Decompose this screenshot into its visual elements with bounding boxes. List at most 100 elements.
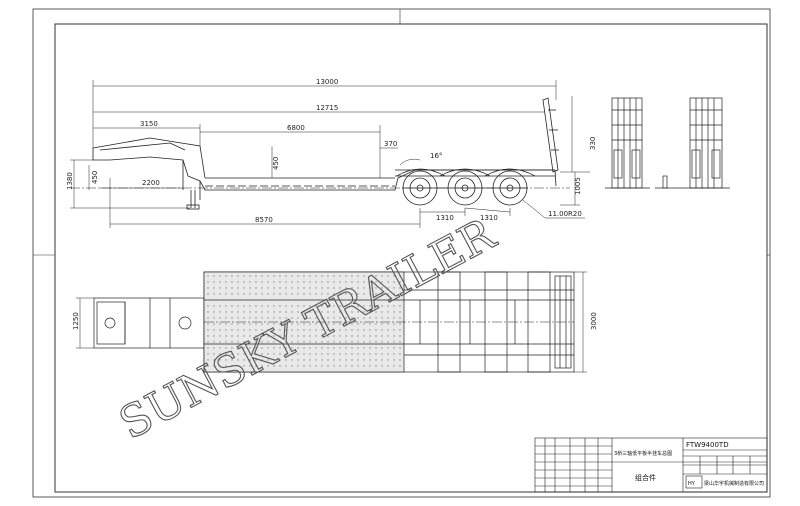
deck-dot — [213, 281, 215, 283]
deck-dot — [387, 359, 389, 361]
deck-dot — [357, 275, 359, 277]
deck-dot — [345, 341, 347, 343]
deck-dot — [363, 317, 365, 319]
deck-dot — [273, 323, 275, 325]
deck-dot — [225, 299, 227, 301]
deck-dot — [327, 347, 329, 349]
deck-dot — [255, 329, 257, 331]
deck-dot — [249, 293, 251, 295]
deck-dot — [381, 347, 383, 349]
deck-dot — [309, 335, 311, 337]
deck-dot — [333, 317, 335, 319]
dim-deck-length: 6800 — [287, 124, 305, 132]
deck-dot — [369, 341, 371, 343]
deck-dot — [375, 347, 377, 349]
deck-dot — [387, 365, 389, 367]
deck-dot — [237, 329, 239, 331]
deck-dot — [291, 341, 293, 343]
deck-dot — [225, 323, 227, 325]
deck-dot — [279, 275, 281, 277]
deck-dot — [291, 305, 293, 307]
deck-dot — [333, 311, 335, 313]
deck-dot — [291, 299, 293, 301]
deck-dot — [357, 353, 359, 355]
deck-dot — [285, 341, 287, 343]
deck-dot — [327, 341, 329, 343]
deck-dot — [207, 353, 209, 355]
deck-dot — [243, 287, 245, 289]
deck-dot — [309, 353, 311, 355]
deck-dot — [249, 329, 251, 331]
deck-dot — [327, 305, 329, 307]
deck-dot — [375, 353, 377, 355]
deck-dot — [261, 287, 263, 289]
deck-dot — [345, 353, 347, 355]
deck-dot — [267, 365, 269, 367]
deck-dot — [327, 353, 329, 355]
deck-dot — [279, 293, 281, 295]
deck-dot — [315, 305, 317, 307]
deck-dot — [255, 299, 257, 301]
deck-dot — [291, 275, 293, 277]
deck-dot — [285, 359, 287, 361]
deck-dot — [327, 329, 329, 331]
deck-dot — [357, 305, 359, 307]
deck-dot — [231, 329, 233, 331]
deck-dot — [381, 329, 383, 331]
deck-dot — [363, 299, 365, 301]
deck-dot — [363, 353, 365, 355]
deck-dot — [363, 323, 365, 325]
deck-dot — [219, 305, 221, 307]
deck-dot — [399, 353, 401, 355]
deck-dot — [303, 341, 305, 343]
deck-dot — [261, 275, 263, 277]
deck-dot — [369, 305, 371, 307]
deck-dot — [399, 335, 401, 337]
deck-dot — [393, 347, 395, 349]
deck-dot — [207, 341, 209, 343]
deck-dot — [291, 335, 293, 337]
deck-dot — [381, 359, 383, 361]
deck-dot — [285, 329, 287, 331]
deck-dot — [315, 311, 317, 313]
deck-dot — [207, 359, 209, 361]
deck-dot — [393, 329, 395, 331]
deck-dot — [255, 323, 257, 325]
deck-dot — [213, 353, 215, 355]
deck-dot — [297, 281, 299, 283]
deck-dot — [321, 353, 323, 355]
deck-dot — [315, 299, 317, 301]
deck-dot — [225, 353, 227, 355]
deck-dot — [297, 335, 299, 337]
deck-dot — [225, 359, 227, 361]
deck-dot — [261, 305, 263, 307]
deck-dot — [351, 287, 353, 289]
deck-dot — [207, 311, 209, 313]
deck-dot — [273, 293, 275, 295]
deck-dot — [261, 323, 263, 325]
dim-tire-spec: 11.00R20 — [548, 210, 582, 218]
title-chinese: 3桥三轴低平板半挂车总图 — [614, 450, 672, 457]
deck-dot — [267, 347, 269, 349]
deck-dot — [213, 323, 215, 325]
deck-dot — [267, 329, 269, 331]
deck-dot — [243, 341, 245, 343]
deck-dot — [285, 305, 287, 307]
deck-dot — [255, 293, 257, 295]
deck-dot — [285, 293, 287, 295]
deck-dot — [237, 281, 239, 283]
deck-dot — [267, 353, 269, 355]
deck-dot — [267, 281, 269, 283]
deck-dot — [219, 311, 221, 313]
deck-dot — [345, 305, 347, 307]
deck-dot — [339, 347, 341, 349]
deck-dot — [243, 293, 245, 295]
deck-dot — [261, 317, 263, 319]
deck-dot — [213, 347, 215, 349]
deck-dot — [231, 359, 233, 361]
deck-dot — [255, 365, 257, 367]
deck-dot — [255, 275, 257, 277]
deck-dot — [231, 317, 233, 319]
deck-dot — [273, 353, 275, 355]
